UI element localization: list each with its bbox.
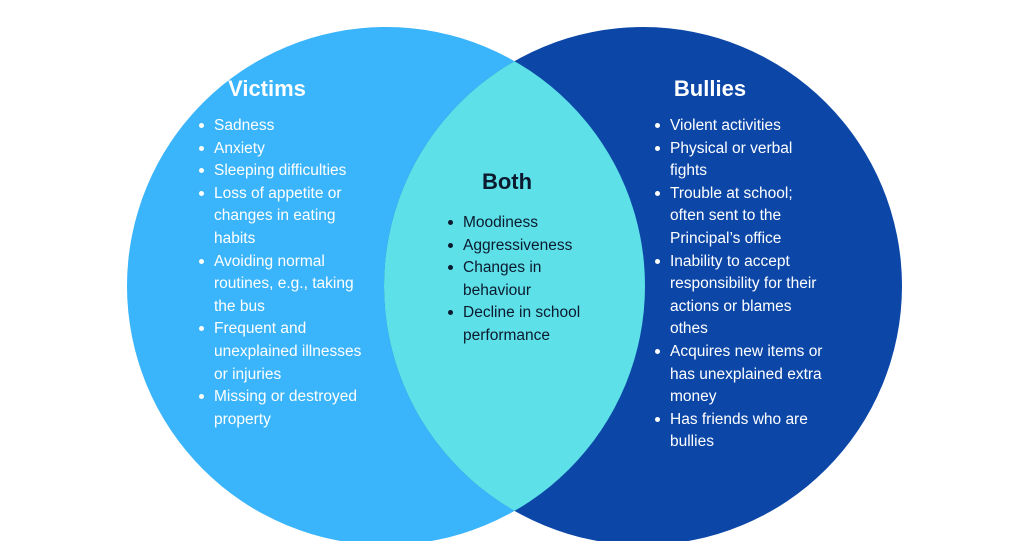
list-item: Physical or verbal fights: [655, 138, 857, 183]
list-item: Inability to accept responsibility for t…: [655, 251, 857, 341]
both-title: Both: [481, 169, 533, 194]
list-item: Moodiness: [448, 212, 595, 235]
list-item: Decline in school performance: [448, 302, 595, 347]
list-item: Sleeping difficulties: [199, 160, 396, 183]
list-item: Avoiding normal routines, e.g., taking t…: [199, 251, 396, 319]
list-item: Anxiety: [199, 138, 396, 161]
list-item: Has friends who are bullies: [655, 409, 857, 454]
list-item: Aggressiveness: [448, 235, 595, 258]
list-item: Frequent and unexplained illnesses or in…: [199, 318, 396, 386]
list-item: Loss of appetite or changes in eating ha…: [199, 183, 396, 251]
bullies-title: Bullies: [673, 76, 747, 101]
list-item: Missing or destroyed property: [199, 386, 396, 431]
list-item: Trouble at school; often sent to the Pri…: [655, 183, 857, 251]
overlap-region: [384, 27, 645, 541]
list-item: Sadness: [199, 115, 396, 138]
list-item: Violent activities: [655, 115, 857, 138]
list-item: Changes in behaviour: [448, 257, 595, 302]
list-item: Acquires new items or has unexplained ex…: [655, 341, 857, 409]
victims-title: Victims: [228, 76, 306, 101]
